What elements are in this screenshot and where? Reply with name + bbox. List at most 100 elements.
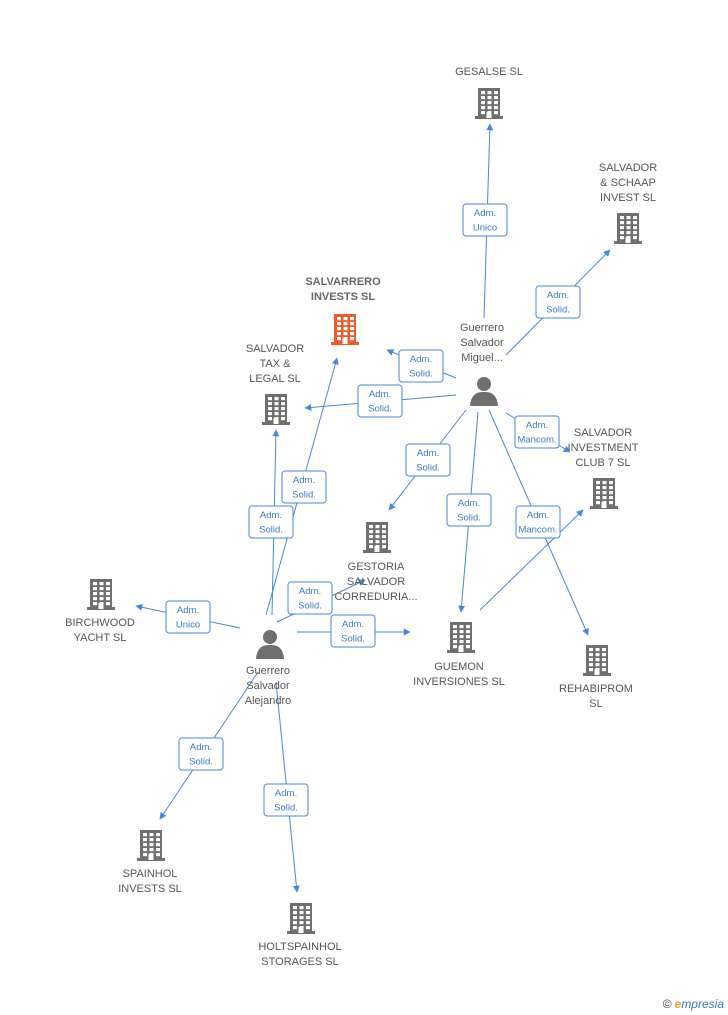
- edge-label-text: Adm.: [177, 605, 199, 616]
- company-node-birchwood[interactable]: BIRCHWOOD YACHT SL: [65, 579, 135, 644]
- edge-label-box[interactable]: Adm. Solid.: [178, 737, 224, 771]
- node-label: SALVARRERO: [305, 276, 381, 288]
- edge-label-text: Solid.: [416, 463, 440, 474]
- edge-label-text: Adm.: [342, 619, 364, 630]
- node-label: & SCHAAP: [600, 177, 656, 189]
- node-label: Miguel...: [461, 352, 503, 364]
- edge-label-text: Unico: [473, 223, 497, 234]
- edge-label-text: Mancom.: [518, 525, 557, 536]
- node-label: SL: [589, 698, 602, 710]
- edge-arrow: [479, 509, 584, 611]
- company-node-club7[interactable]: SALVADOR INVESTMENT CLUB 7 SL: [568, 427, 639, 509]
- node-label: CORREDURIA...: [334, 591, 417, 603]
- edge-label-box[interactable]: Adm. Solid.: [446, 493, 492, 527]
- edge-label-box[interactable]: Adm.Solid.: [281, 470, 327, 504]
- node-label: GESALSE SL: [455, 66, 523, 78]
- edge-label-box[interactable]: Adm. Unico: [462, 203, 508, 237]
- edge-label-text: Adm.: [275, 788, 297, 799]
- company-node-guemon[interactable]: GUEMON INVERSIONES SL: [413, 622, 505, 688]
- company-node-taxlegal[interactable]: SALVADOR TAX & LEGAL SL: [246, 343, 304, 425]
- edge-label-box[interactable]: Adm. Solid.: [405, 443, 451, 477]
- edge-label-text: Solid.: [546, 305, 570, 316]
- edge-labels-layer: Adm.UnicoAdm.Solid.Adm.Solid.Adm.Solid.A…: [165, 203, 581, 817]
- node-label: Guerrero: [460, 322, 504, 334]
- edge-label-text: Adm.: [458, 498, 480, 509]
- edge-label-box[interactable]: Adm.Mancom.: [514, 415, 560, 449]
- node-label: TAX &: [260, 358, 292, 370]
- edge-label-text: Adm.: [526, 420, 548, 431]
- node-label: SPAINHOL: [123, 868, 178, 880]
- person-node-miguel[interactable]: GuerreroSalvadorMiguel...: [460, 322, 504, 406]
- copyright-symbol: ©: [662, 997, 672, 1011]
- node-label: INVESTMENT: [568, 442, 639, 454]
- building-icon: [331, 314, 359, 345]
- edge-label-text: Adm.: [410, 354, 432, 365]
- edge-label-text: Adm.: [547, 290, 569, 301]
- edge-label-text: Solid.: [341, 634, 365, 645]
- building-icon: [137, 830, 165, 861]
- person-icon: [470, 377, 498, 406]
- edge-label-text: Adm.: [369, 389, 391, 400]
- edge-label-text: Adm.: [293, 475, 315, 486]
- building-icon: [475, 88, 503, 119]
- footer-brand[interactable]: ©empresia: [663, 997, 724, 1011]
- edge-label-text: Solid.: [274, 803, 298, 814]
- node-label: Guerrero: [246, 665, 290, 677]
- node-label: SALVADOR: [347, 576, 405, 588]
- edge-label-box[interactable]: Adm. Solid.: [330, 614, 376, 648]
- edge-label-text: Solid.: [298, 601, 322, 612]
- edge-label-text: Solid.: [259, 525, 283, 536]
- node-label: SALVADOR: [599, 162, 657, 174]
- node-label: CLUB 7 SL: [575, 457, 630, 469]
- person-icon: [256, 630, 284, 659]
- edge-label-box[interactable]: Adm.Solid.: [398, 349, 444, 383]
- edge-label-box[interactable]: Adm. Solid.: [535, 285, 581, 319]
- edge-label-text: Solid.: [368, 404, 392, 415]
- node-label: BIRCHWOOD: [65, 617, 135, 629]
- node-label: Alejandro: [245, 695, 291, 707]
- node-label: GUEMON: [434, 661, 484, 673]
- building-icon: [87, 579, 115, 610]
- company-node-schaap[interactable]: SALVADOR & SCHAAP INVEST SL: [599, 162, 657, 244]
- edge-label-box[interactable]: Adm. Solid.: [263, 783, 309, 817]
- brand-logo: empresia: [674, 997, 724, 1011]
- edge-label-text: Solid.: [189, 757, 213, 768]
- edge-label-text: Adm.: [299, 586, 321, 597]
- edge-label-text: Adm.: [260, 510, 282, 521]
- node-label: INVERSIONES SL: [413, 676, 505, 688]
- node-label: INVEST SL: [600, 192, 656, 204]
- company-node-gestoria[interactable]: GESTORIA SALVADOR CORREDURIA...: [334, 522, 418, 603]
- node-label: SALVADOR: [246, 343, 304, 355]
- edge-label-box[interactable]: Adm. Solid.: [287, 581, 333, 615]
- edge-label-box[interactable]: Adm. Unico: [165, 600, 211, 634]
- building-icon: [287, 903, 315, 934]
- node-label: Salvador: [246, 680, 290, 692]
- edge-guemon-to-club7: [479, 509, 584, 611]
- edge-label-text: Adm.: [417, 448, 439, 459]
- node-label: HOLTSPAINHOL: [258, 941, 341, 953]
- edge-label-text: Adm.: [190, 742, 212, 753]
- edge-label-box[interactable]: Adm. Solid.: [357, 384, 403, 418]
- building-icon: [583, 645, 611, 676]
- node-label: SALVADOR: [574, 427, 632, 439]
- building-icon: [590, 478, 618, 509]
- edge-label-box[interactable]: Adm. Mancom.: [515, 505, 561, 539]
- edge-label-text: Solid.: [457, 513, 481, 524]
- company-node-gesalse[interactable]: GESALSE SL: [455, 66, 523, 119]
- edge-label-text: Adm.: [527, 510, 549, 521]
- node-label: GESTORIA: [348, 561, 405, 573]
- edge-label-text: Unico: [176, 620, 200, 631]
- edge-label-text: Adm.: [474, 208, 496, 219]
- building-icon: [614, 213, 642, 244]
- node-label: YACHT SL: [74, 632, 127, 644]
- edge-label-box[interactable]: Adm. Solid.: [248, 505, 294, 539]
- node-label: LEGAL SL: [249, 373, 301, 385]
- building-icon: [363, 522, 391, 553]
